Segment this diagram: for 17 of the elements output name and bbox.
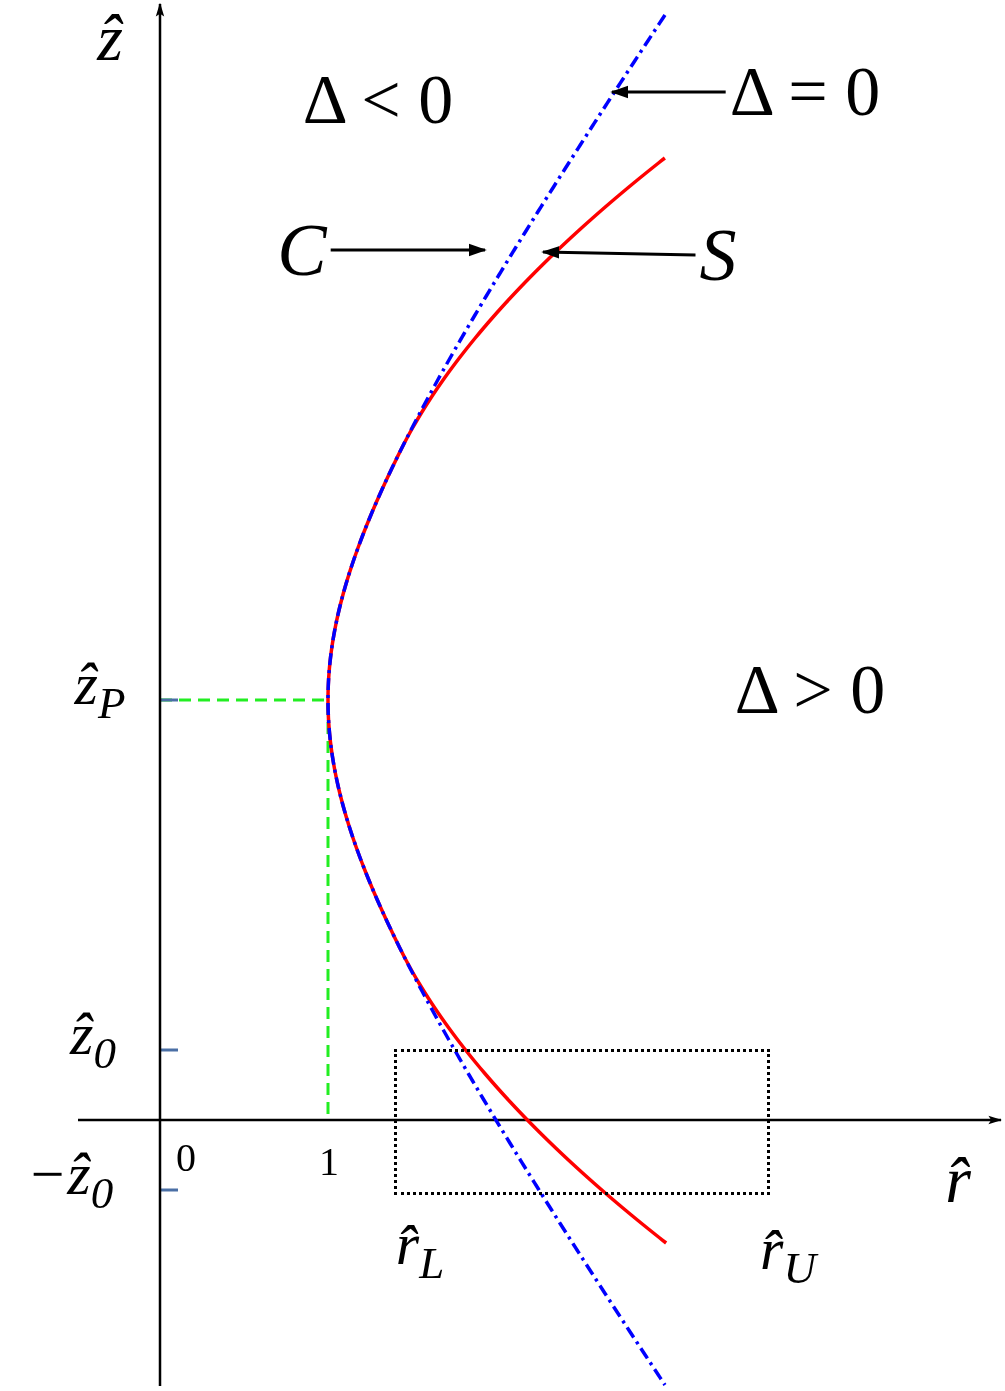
leader-arrow bbox=[610, 85, 726, 99]
axis-label: r̂ bbox=[945, 1147, 971, 1213]
annotation-label: S bbox=[699, 218, 737, 292]
leader-arrow bbox=[541, 246, 696, 259]
tick-label: −ẑ$_{0}$ bbox=[26, 1144, 114, 1216]
tick-label: r̂$_{L}$ bbox=[395, 1214, 445, 1286]
region-label: Δ > 0 bbox=[734, 655, 886, 725]
dotted-region bbox=[393, 1048, 770, 1195]
tick-label: 0 bbox=[176, 1138, 196, 1178]
axis-label: ẑ bbox=[97, 5, 123, 71]
tick-label: ẑ$_{0}$ bbox=[70, 1004, 116, 1076]
leader-arrow bbox=[330, 243, 487, 257]
tick-label: 1 bbox=[319, 1142, 339, 1182]
tick-label: ẑ$_{P}$ bbox=[74, 654, 126, 726]
annotation-label: Δ = 0 bbox=[729, 57, 881, 127]
region-label: Δ < 0 bbox=[302, 65, 454, 135]
annotation-label: C bbox=[277, 213, 327, 287]
